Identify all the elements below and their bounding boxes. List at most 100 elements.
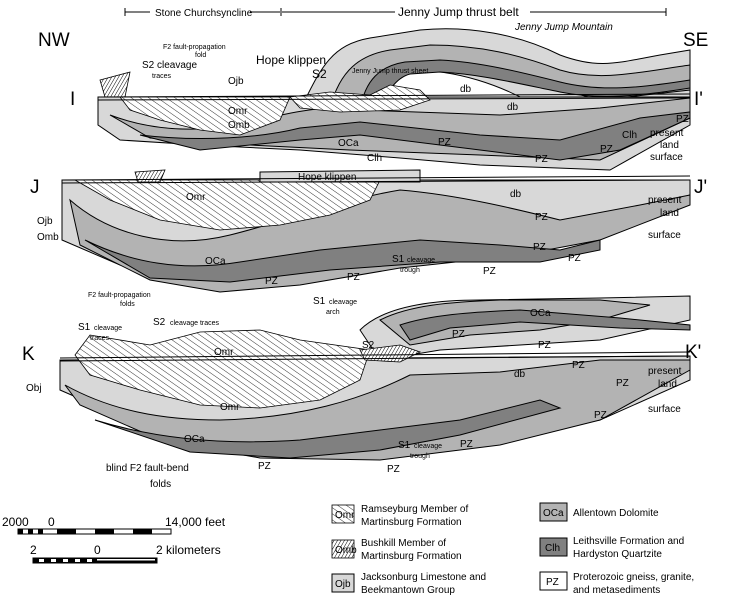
- pz-label: PZ: [438, 137, 451, 148]
- omr-label: Omr: [228, 106, 248, 117]
- section-j-end-label: J': [694, 177, 707, 198]
- pz-label: PZ: [452, 329, 465, 340]
- section-i-start-label: I: [70, 89, 75, 110]
- present-land-surface-label: surface: [648, 404, 681, 415]
- jenny-jump-thrust-sheet-label: Jenny Jump thrust sheet: [352, 68, 428, 75]
- ojb-label: Ojb: [37, 216, 53, 227]
- section-k-end-label: K': [685, 342, 701, 363]
- obj-label: Obj: [26, 383, 42, 394]
- scale-km-zero: 0: [94, 543, 101, 557]
- section-k: K K' S1 cleavage arch OCa S1 cleavage tr…: [22, 295, 701, 490]
- legend-label: Martinsburg Formation: [361, 551, 462, 562]
- legend-item-clh: Clh Leithsville Formation and Hardyston …: [539, 536, 684, 560]
- clh-label: Clh: [367, 153, 382, 164]
- omr-label: Omr: [186, 192, 206, 203]
- f2-folds-label: F2 fault-propagation: [88, 292, 151, 299]
- s2-cleavage-traces-label: cleavage traces: [170, 320, 220, 327]
- legend-label: and metasediments: [573, 585, 660, 596]
- pz-label: PZ: [535, 212, 548, 223]
- oca-label: OCa: [338, 138, 359, 149]
- omr-label: Omr: [214, 347, 234, 358]
- present-land-surface-label: surface: [650, 152, 683, 163]
- blind-f2-folds-label: folds: [150, 479, 171, 490]
- section-j-start-label: J: [30, 177, 40, 198]
- legend-code: Clh: [545, 543, 560, 554]
- scale-bar: 2000 0 14,000 feet 2 0 2 kilometers: [2, 515, 226, 564]
- oca-label: OCa: [184, 434, 205, 445]
- present-land-surface-label: present: [648, 195, 682, 206]
- legend-label: Jacksonburg Limestone and: [361, 572, 486, 583]
- omb-label: Omb: [37, 232, 59, 243]
- section-j: J J' Hope klippen db Ojb Omb Omr OCa PZ …: [30, 169, 707, 308]
- legend-label: Bushkill Member of: [361, 538, 446, 549]
- pz-label: PZ: [676, 114, 689, 125]
- oca-label: OCa: [530, 308, 551, 319]
- legend-code: Omb: [335, 545, 357, 556]
- f2-folds-label: folds: [120, 301, 135, 308]
- present-land-surface-label: present: [648, 366, 682, 377]
- present-land-surface-label: land: [658, 379, 677, 390]
- legend-label: Beekmantown Group: [361, 585, 455, 596]
- pz-label: PZ: [572, 360, 585, 371]
- oca-label: OCa: [205, 256, 226, 267]
- scale-km-right: 2 kilometers: [156, 543, 221, 557]
- pz-label: PZ: [258, 461, 271, 472]
- s1-cleavage-trough-label: trough: [400, 267, 420, 274]
- scale-feet-right: 14,000 feet: [165, 515, 226, 529]
- legend-code: PZ: [546, 577, 559, 588]
- pz-label: PZ: [483, 266, 496, 277]
- clh-label: Clh: [622, 130, 637, 141]
- blind-f2-folds-label: blind F2 fault-bend: [106, 463, 189, 474]
- pz-label: PZ: [616, 378, 629, 389]
- s1-cleavage-arch-label: arch: [326, 309, 340, 316]
- stone-church-syncline-label: Stone Churchsyncline: [155, 8, 253, 19]
- legend-item-ojb: Ojb Jacksonburg Limestone and Beekmantow…: [331, 572, 486, 596]
- header-spans: Stone Churchsyncline Jenny Jump thrust b…: [38, 5, 708, 51]
- s2-label: S2: [312, 67, 327, 81]
- db-label: db: [514, 369, 526, 380]
- section-i-end-label: I': [694, 89, 703, 110]
- scale-feet-zero: 0: [48, 515, 55, 529]
- s1-cleavage-traces-label: S1: [78, 322, 91, 333]
- scale-feet-left: 2000: [2, 515, 29, 529]
- section-k-start-label: K: [22, 344, 35, 365]
- legend-item-omr: Omr Ramseyburg Member of Martinsburg For…: [331, 504, 468, 528]
- legend-label: Leithsville Formation and: [573, 536, 684, 547]
- present-land-surface-label: land: [660, 208, 679, 219]
- f2-fold-label: F2 fault-propagation: [163, 44, 226, 51]
- pz-label: PZ: [533, 242, 546, 253]
- nw-label: NW: [38, 30, 70, 51]
- legend-label: Allentown Dolomite: [573, 508, 659, 519]
- s1-cleavage-trough-label: cleavage: [414, 443, 442, 450]
- omr-label: Omr: [220, 402, 240, 413]
- pz-label: PZ: [538, 340, 551, 351]
- legend-code: OCa: [543, 508, 564, 519]
- db-label: db: [507, 102, 519, 113]
- legend: Omr Ramseyburg Member of Martinsburg For…: [331, 502, 694, 596]
- s2-label: S2: [362, 340, 375, 351]
- f2-fold-label-2: fold: [195, 52, 206, 59]
- ojb-label: Ojb: [228, 76, 244, 87]
- pz-label: PZ: [568, 253, 581, 264]
- legend-label: Proterozoic gneiss, granite,: [573, 572, 694, 583]
- legend-item-omb: Omb Bushkill Member of Martinsburg Forma…: [331, 538, 462, 562]
- pz-label: PZ: [347, 272, 360, 283]
- pz-label: PZ: [600, 144, 613, 155]
- pz-label: PZ: [387, 464, 400, 475]
- hope-klippen-label: Hope klippen: [256, 53, 326, 67]
- s2-traces-label: S2 cleavage: [142, 60, 197, 71]
- legend-item-oca: OCa Allentown Dolomite: [539, 502, 659, 522]
- legend-code: Omr: [335, 510, 355, 521]
- s1-cleavage-trough-label: cleavage: [407, 257, 435, 264]
- s1-cleavage-trough-label: trough: [410, 453, 430, 460]
- jenny-jump-thrust-belt-label: Jenny Jump thrust belt: [398, 5, 519, 19]
- present-land-surface-label: land: [660, 140, 679, 151]
- db-label: db: [460, 84, 472, 95]
- legend-label: Ramseyburg Member of: [361, 504, 468, 515]
- jenny-jump-mountain-label: Jenny Jump Mountain: [514, 22, 613, 33]
- pz-label: PZ: [594, 410, 607, 421]
- omb-label: Omb: [228, 120, 250, 131]
- se-label: SE: [683, 30, 708, 51]
- present-land-surface-label: present: [650, 128, 684, 139]
- s1-cleavage-arch-label: S1: [313, 296, 326, 307]
